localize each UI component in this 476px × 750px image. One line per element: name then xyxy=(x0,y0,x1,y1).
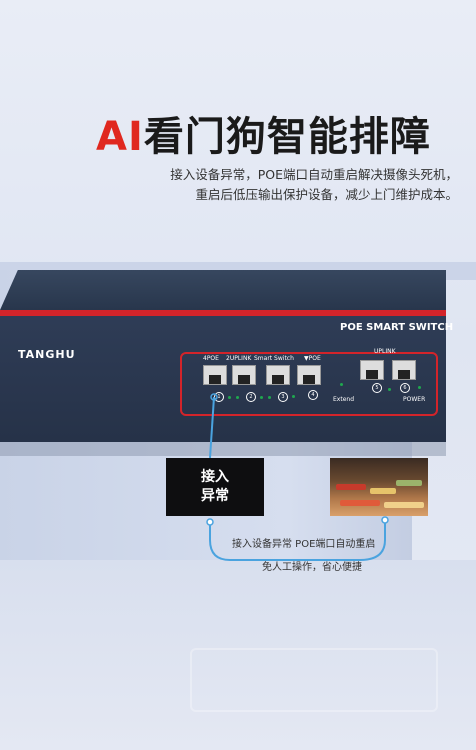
status-led xyxy=(418,386,421,389)
label-smart-switch: Smart Switch xyxy=(254,355,294,362)
label-poe-marker: ▼POE xyxy=(304,355,321,362)
ethernet-port-6 xyxy=(392,360,416,380)
ethernet-port-3 xyxy=(266,365,290,385)
port-number-2: 2 xyxy=(246,392,256,402)
ethernet-port-5 xyxy=(360,360,384,380)
alarm-box: 接入 异常 xyxy=(166,458,264,516)
port-number-4: 4 xyxy=(308,390,318,400)
ethernet-port-1 xyxy=(203,365,227,385)
status-led xyxy=(228,396,231,399)
ethernet-port-4 xyxy=(297,365,321,385)
switch-shadow xyxy=(0,442,446,456)
alarm-line-2: 异常 xyxy=(201,488,229,504)
label-2uplink: 2UPLINK xyxy=(226,355,252,362)
subtitle-line-2: 重启后低压输出保护设备，减少上门维护成本。 xyxy=(195,187,458,202)
switch-top xyxy=(0,270,446,310)
alarm-line-1: 接入 xyxy=(201,469,229,485)
port-number-3: 3 xyxy=(278,392,288,402)
label-4poe: 4POE xyxy=(203,355,219,362)
status-led xyxy=(236,396,239,399)
label-uplink: UPLINK xyxy=(374,348,396,355)
model-label: POE SMART SWITCH xyxy=(340,322,454,333)
status-led xyxy=(260,396,263,399)
status-led xyxy=(388,388,391,391)
floor-reflection xyxy=(0,560,476,750)
subtitle-line-1: 接入设备异常，POE端口自动重启解决摄像头死机， xyxy=(170,167,458,182)
headline-text: 看门狗智能排障 xyxy=(143,114,431,160)
caption-restart: 接入设备异常 POE端口自动重启 xyxy=(232,539,376,550)
label-power: POWER xyxy=(403,396,426,403)
caption-convenience: 免人工操作，省心便捷 xyxy=(262,562,362,573)
label-extend: Extend xyxy=(333,396,354,403)
switch-red-strip xyxy=(0,310,446,316)
port-number-5: 5 xyxy=(372,383,382,393)
panel-reflection xyxy=(190,648,438,712)
port-number-1: 1 xyxy=(214,392,224,402)
status-led xyxy=(268,396,271,399)
brand-label: TANGHU xyxy=(18,348,76,361)
ethernet-port-2 xyxy=(232,365,256,385)
status-led xyxy=(292,395,295,398)
store-photo xyxy=(330,458,428,516)
port-number-6: 6 xyxy=(400,383,410,393)
status-led xyxy=(340,383,343,386)
headline-accent: AI xyxy=(96,114,144,160)
port-panel xyxy=(180,352,438,416)
headline: AI看门狗智能排障 xyxy=(96,104,431,162)
